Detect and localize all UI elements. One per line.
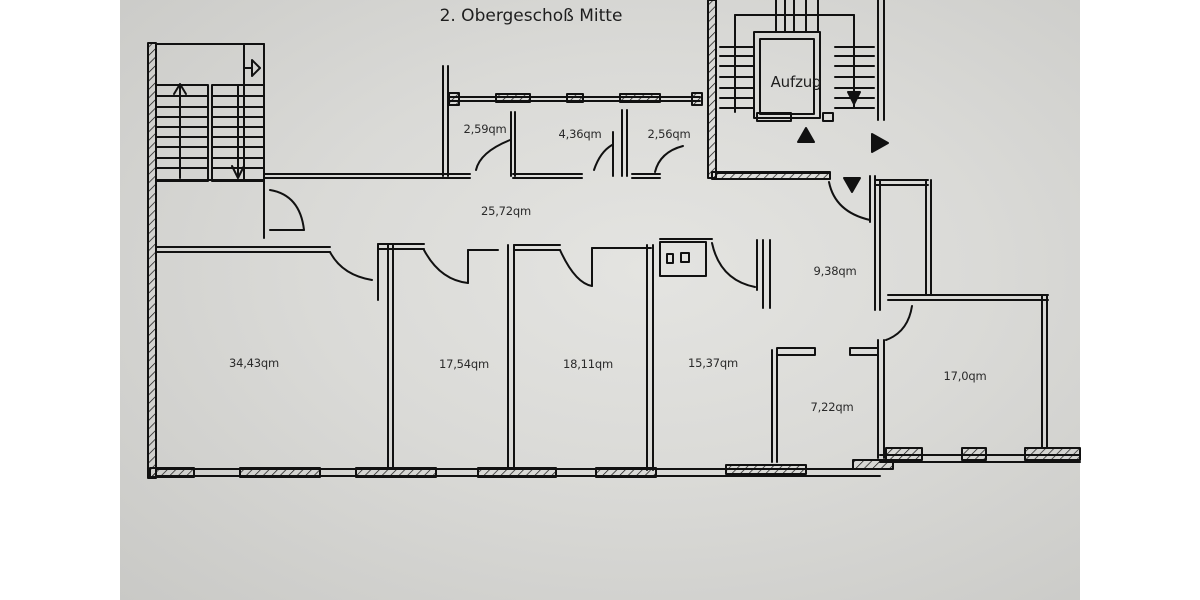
floor-title: 2. Obergeschoß Mitte — [439, 6, 623, 26]
elevator-label: Aufzug — [770, 73, 822, 91]
room-area-wc-2: 4,36qm — [558, 127, 602, 141]
room-area-hall-east: 9,38qm — [813, 264, 857, 278]
room-area-wc-1: 2,59qm — [463, 122, 507, 136]
stairwell-west — [147, 42, 305, 479]
room-area-wc-3: 2,56qm — [647, 127, 691, 141]
room-area-east: 17,0qm — [943, 369, 987, 383]
room-area-west: 34,43qm — [228, 356, 280, 370]
room-area-4: 15,37qm — [687, 356, 739, 370]
elevator-core — [707, 0, 889, 221]
room-area-corridor: 25,72qm — [480, 204, 532, 218]
corridor-south-wall — [155, 238, 771, 471]
south-wall — [149, 447, 1081, 478]
room-area-2: 17,54qm — [438, 357, 490, 371]
wc-block — [442, 65, 703, 179]
room-area-small: 7,22qm — [810, 400, 854, 414]
room-area-3: 18,11qm — [562, 357, 614, 371]
